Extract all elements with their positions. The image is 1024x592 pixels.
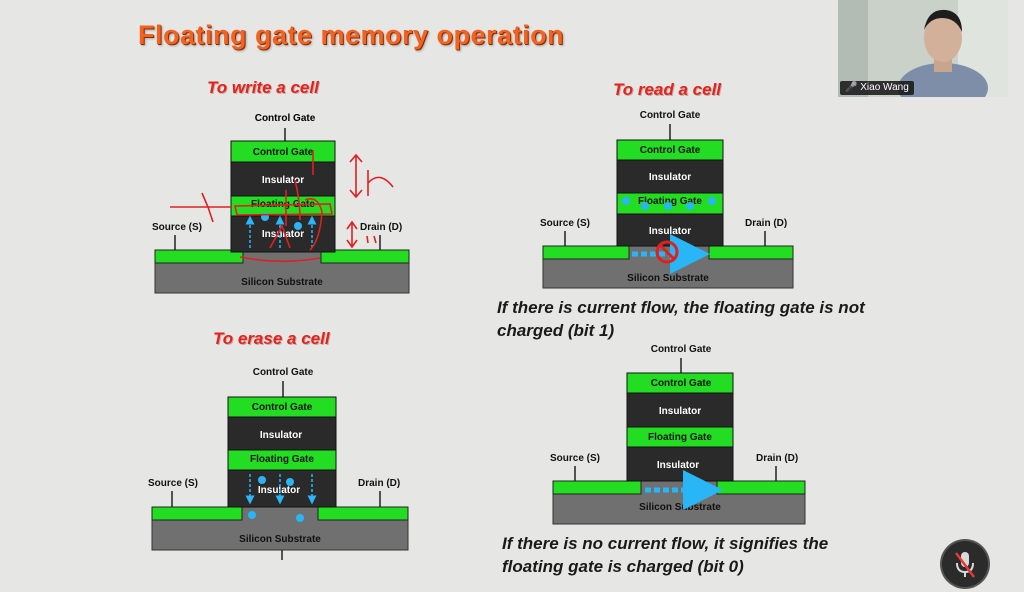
write-control-gate-label: Control Gate (255, 113, 316, 124)
read-heading: To read a cell (613, 80, 722, 99)
read1-control-gate-label: Control Gate (640, 110, 701, 121)
read1-control-gate-text: Control Gate (640, 145, 701, 156)
erase-floating-gate-text: Floating Gate (250, 454, 314, 465)
slide-title: Floating gate memory operation (138, 20, 565, 50)
erase-control-gate-label: Control Gate (253, 367, 314, 378)
mute-button[interactable] (942, 541, 988, 587)
write-drain-label: Drain (D) (360, 222, 402, 233)
read1-source-label: Source (S) (540, 218, 590, 229)
read0-insulator-top: Insulator (659, 406, 701, 417)
participant-name: Xiao Wang (860, 82, 909, 93)
erase-control-gate-text: Control Gate (252, 402, 313, 413)
write-heading: To write a cell (207, 78, 319, 97)
read-note-line1: If there is current flow, the floating g… (497, 298, 865, 317)
read0-control-gate-label: Control Gate (651, 344, 712, 355)
read-cell-bit1-diagram: Control Gate Control Gate Insulator Floa… (540, 110, 794, 289)
erase-heading: To erase a cell (213, 329, 330, 348)
erase-cell-diagram: Control Gate Control Gate Insulator Floa… (148, 367, 409, 560)
read0-control-gate-text: Control Gate (651, 378, 712, 389)
erase-substrate-label: Silicon Substrate (239, 534, 321, 545)
read1-insulator-bottom: Insulator (649, 226, 691, 237)
erase-insulator-bottom: Insulator (258, 485, 300, 496)
participant-name-tag: 🎤 Xiao Wang (840, 81, 914, 95)
read-cell-bit0-diagram: Control Gate Control Gate Insulator Floa… (550, 344, 806, 525)
read1-drain-label: Drain (D) (745, 218, 787, 229)
erase-drain-label: Drain (D) (358, 478, 400, 489)
participant-video[interactable] (838, 0, 1008, 97)
write-source-label: Source (S) (152, 222, 202, 233)
participant-figure (838, 0, 1008, 97)
write-substrate-label: Silicon Substrate (241, 277, 323, 288)
write-cell-diagram: Control Gate Control Gate Insulator Floa… (152, 113, 410, 294)
read0-note: If there is no current flow, it signifie… (502, 532, 828, 578)
erase-source-label: Source (S) (148, 478, 198, 489)
read-note: If there is current flow, the floating g… (497, 296, 865, 342)
microphone-icon: 🎤 (845, 82, 858, 93)
write-insulator-bottom: Insulator (262, 229, 304, 240)
read1-floating-gate-text: Floating Gate (638, 196, 702, 207)
read-note-line2: charged (bit 1) (497, 321, 615, 340)
read0-drain-label: Drain (D) (756, 453, 798, 464)
write-insulator-top: Insulator (262, 175, 304, 186)
write-control-gate-text: Control Gate (253, 147, 314, 158)
no-flow-icon (655, 240, 679, 264)
read0-floating-gate-text: Floating Gate (648, 432, 712, 443)
microphone-muted-icon (955, 552, 975, 578)
read1-insulator-top: Insulator (649, 172, 691, 183)
pen-annotations (170, 150, 394, 263)
read0-source-label: Source (S) (550, 453, 600, 464)
read0-substrate-label: Silicon Substrate (639, 502, 721, 513)
read0-insulator-bottom: Insulator (657, 460, 699, 471)
read0-note-line1: If there is no current flow, it signifie… (502, 534, 829, 553)
read1-substrate-label: Silicon Substrate (627, 273, 709, 284)
read0-note-line2: floating gate is charged (bit 0) (502, 557, 744, 576)
erase-insulator-top: Insulator (260, 430, 302, 441)
